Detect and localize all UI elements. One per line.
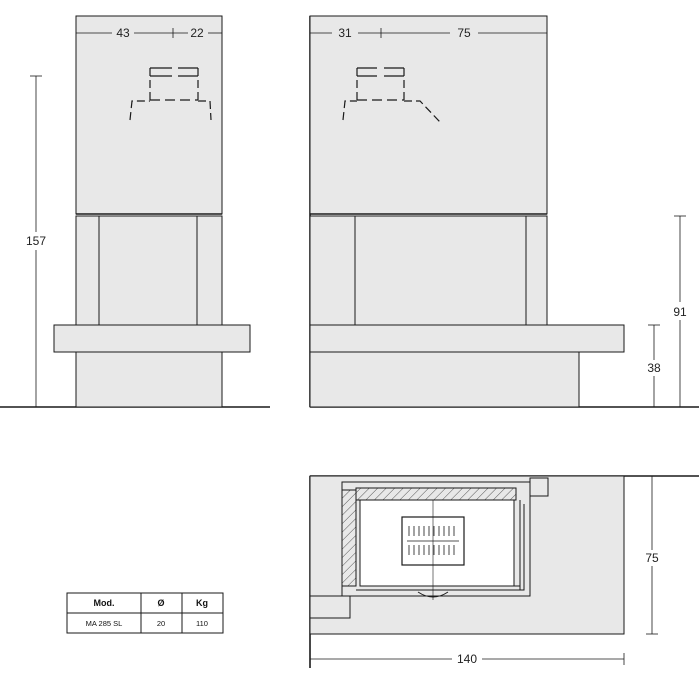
table-header-weight: Kg — [196, 598, 208, 608]
plan-width-label: 140 — [457, 652, 477, 666]
plan-view — [309, 475, 699, 668]
side-firebox-opening — [354, 215, 527, 326]
table-header-model: Mod. — [94, 598, 115, 608]
front-bench — [53, 324, 251, 353]
plan-depth-dimension — [646, 476, 658, 635]
plan-depth-label: 75 — [645, 551, 659, 565]
side-elevation — [309, 15, 699, 408]
front-base — [75, 351, 223, 408]
front-left-pillar — [75, 215, 100, 326]
side-height-label: 91 — [673, 305, 687, 319]
total-height-dimension — [30, 75, 42, 407]
front-width-right-label: 22 — [190, 26, 204, 40]
front-width-left-label: 43 — [116, 26, 130, 40]
front-elevation — [0, 15, 270, 408]
plan-hatched-left-wall — [341, 489, 357, 587]
table-cell-model: MA 285 SL — [86, 619, 123, 628]
side-right-pillar — [525, 215, 548, 326]
plan-grate-slots — [407, 526, 459, 555]
side-width-left-label: 31 — [338, 26, 352, 40]
bench-height-label: 38 — [647, 361, 661, 375]
plan-flue-arc — [417, 591, 449, 598]
side-width-dimension — [310, 28, 547, 38]
table-cell-diameter: 20 — [157, 619, 165, 628]
plan-flue-stub — [529, 477, 549, 497]
side-bench — [309, 324, 625, 353]
side-left-pillar — [309, 215, 356, 326]
plan-width-dimension — [310, 653, 625, 665]
total-height-label: 157 — [26, 234, 46, 248]
front-right-pillar — [196, 215, 223, 326]
table-cell-weight: 110 — [196, 619, 208, 628]
side-flue-outline — [342, 67, 441, 123]
side-hood — [309, 15, 548, 215]
front-hood — [75, 15, 223, 215]
side-base — [309, 351, 580, 408]
plan-hatched-back-wall — [355, 487, 517, 501]
side-width-right-label: 75 — [457, 26, 471, 40]
plan-base-outline — [309, 595, 351, 619]
table-header-diameter: Ø — [157, 598, 164, 608]
front-width-dimension — [76, 28, 222, 38]
side-height-dimension — [648, 215, 686, 407]
spec-table — [66, 592, 224, 634]
front-firebox-opening — [98, 215, 198, 326]
front-flue-outline — [129, 67, 212, 121]
